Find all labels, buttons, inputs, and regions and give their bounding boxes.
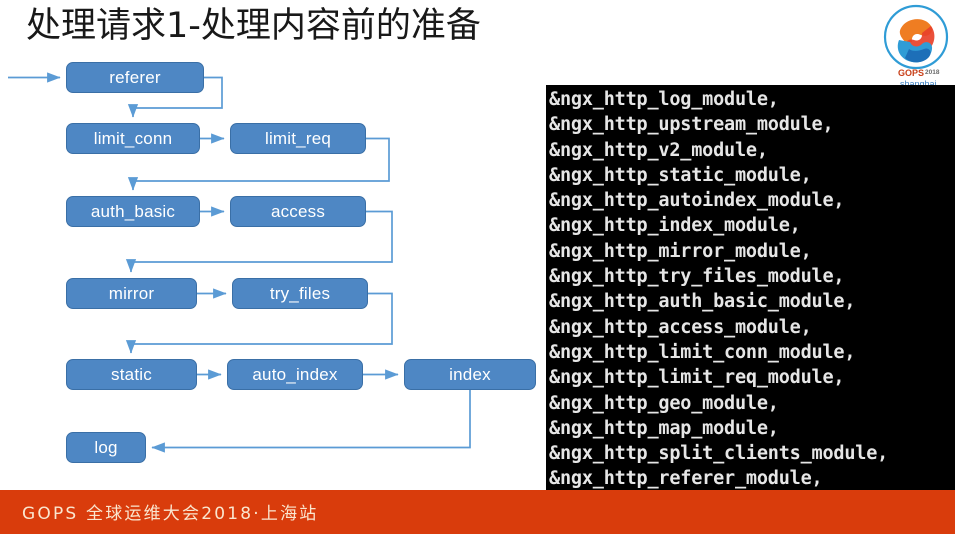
page-title: 处理请求1-处理内容前的准备 — [26, 6, 481, 46]
code-line: &ngx_http_try_files_module, — [549, 266, 845, 288]
code-line-list: &ngx_http_log_module, &ngx_http_upstream… — [546, 85, 955, 490]
connector-try_files-to-static — [125, 292, 393, 354]
code-line: &ngx_http_upstream_module, — [549, 114, 834, 136]
flow-node-auth_basic[interactable]: auth_basic — [66, 196, 200, 227]
code-line: &ngx_http_log_module, — [549, 89, 779, 110]
code-line: &ngx_http_access_module, — [549, 316, 812, 338]
flow-node-static[interactable]: static — [66, 359, 197, 390]
code-line: &ngx_http_index_module, — [549, 215, 801, 237]
flow-node-limit_conn[interactable]: limit_conn — [66, 123, 200, 154]
code-line: &ngx_http_mirror_module, — [549, 240, 812, 262]
connector-access-to-mirror — [125, 210, 393, 273]
connector-index-to-log — [151, 390, 471, 453]
flow-node-auto_index[interactable]: auto_index — [227, 359, 363, 390]
code-line: &ngx_http_v2_module, — [549, 139, 768, 161]
nginx-phase-flowchart: referer limit_conn limit_req auth_basic … — [0, 55, 546, 485]
flow-node-log[interactable]: log — [66, 432, 146, 463]
code-line: &ngx_http_map_module, — [549, 417, 779, 439]
gops-logo-mark: GOPS 2018 shanghai — [883, 4, 949, 89]
logo-year-text: 2018 — [925, 69, 940, 76]
code-line: &ngx_http_limit_req_module, — [549, 367, 845, 389]
code-line: &ngx_http_referer_module, — [549, 468, 823, 490]
flow-node-mirror[interactable]: mirror — [66, 278, 197, 309]
footer-brand-text: GOPS 全球运维大会2018·上海站 — [22, 504, 319, 524]
connector-referer-to-limit_conn — [127, 76, 223, 118]
logo-city-text: shanghai — [900, 79, 937, 89]
code-line: &ngx_http_autoindex_module, — [549, 190, 845, 212]
flow-node-referer[interactable]: referer — [66, 62, 204, 93]
code-line: &ngx_http_geo_module, — [549, 392, 779, 414]
code-line: &ngx_http_auth_basic_module, — [549, 291, 856, 313]
code-panel: &ngx_http_log_module, &ngx_http_upstream… — [546, 85, 955, 490]
flow-node-access[interactable]: access — [230, 196, 366, 227]
logo-brand-text: GOPS — [898, 68, 924, 78]
connector-limit_req-to-auth_basic — [127, 137, 390, 191]
flowchart-connectors — [8, 72, 471, 453]
footer-bar: GOPS 全球运维大会2018·上海站 — [0, 490, 955, 534]
flow-node-limit_req[interactable]: limit_req — [230, 123, 366, 154]
code-line: &ngx_http_limit_conn_module, — [549, 341, 856, 363]
flow-node-try_files[interactable]: try_files — [232, 278, 368, 309]
code-line: &ngx_http_split_clients_module, — [549, 443, 889, 465]
gops-logo: GOPS 2018 shanghai — [881, 2, 951, 90]
code-line: &ngx_http_static_module, — [549, 164, 812, 186]
flow-node-index[interactable]: index — [404, 359, 536, 390]
